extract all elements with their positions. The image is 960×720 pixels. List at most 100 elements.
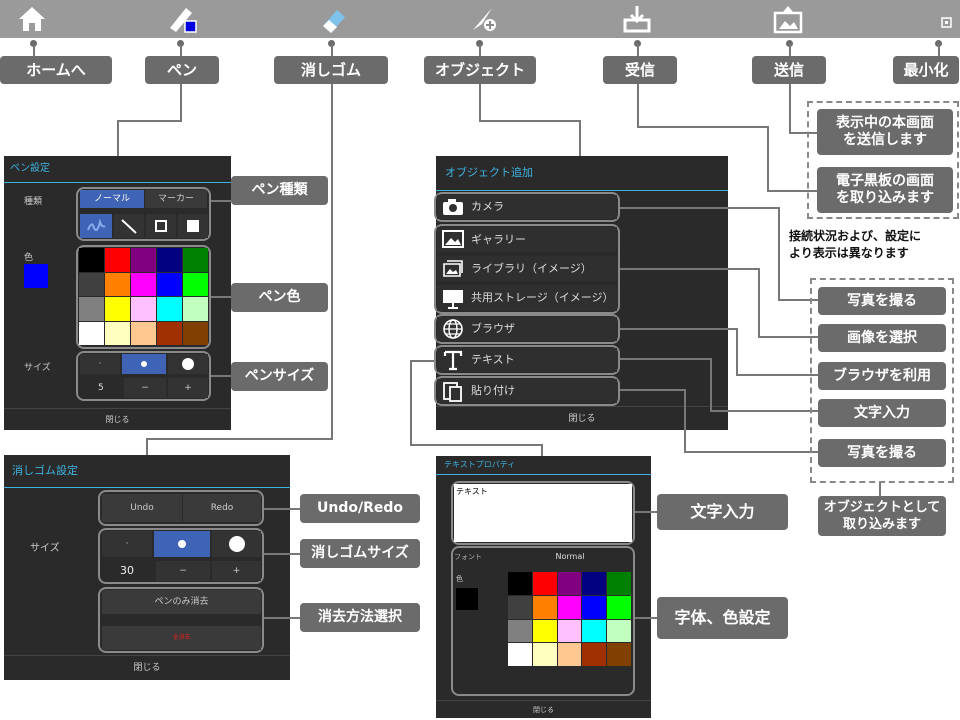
color-swatch[interactable]	[183, 297, 208, 321]
pen-type-group	[76, 187, 211, 241]
eraser-settings-title: 消しゴム設定	[12, 464, 78, 477]
label-home: ホームへ	[0, 56, 112, 84]
color-swatch[interactable]	[607, 595, 631, 619]
color-swatch[interactable]	[557, 643, 582, 666]
color-swatch[interactable]	[607, 619, 631, 643]
eraser-size-minus[interactable]: −	[156, 561, 210, 581]
camera-item[interactable]: カメラ	[437, 195, 617, 219]
color-swatch[interactable]	[582, 643, 607, 666]
color-swatch[interactable]	[79, 297, 104, 321]
color-swatch[interactable]	[157, 272, 182, 296]
color-swatch[interactable]	[157, 297, 182, 321]
color-swatch[interactable]	[131, 248, 156, 272]
send-icon[interactable]	[772, 4, 804, 34]
freehand-tool[interactable]	[80, 214, 112, 238]
color-swatch[interactable]	[105, 248, 130, 272]
color-swatch[interactable]	[508, 595, 532, 619]
erase-method-group	[98, 587, 264, 653]
font-label: フォント	[454, 553, 482, 561]
undo-button[interactable]: Undo	[102, 494, 182, 522]
color-swatch[interactable]	[157, 248, 182, 272]
color-swatch[interactable]	[508, 572, 532, 595]
color-swatch[interactable]	[582, 619, 607, 643]
color-swatch[interactable]	[532, 619, 557, 643]
pen-icon[interactable]	[166, 4, 198, 34]
eraser-close-button[interactable]: 閉じる	[4, 655, 290, 680]
current-color-swatch	[24, 264, 48, 288]
eraser-size-large[interactable]	[212, 531, 261, 557]
color-swatch[interactable]	[557, 595, 582, 619]
color-swatch[interactable]	[183, 248, 208, 272]
filled-rectangle-icon	[187, 220, 199, 232]
library-item[interactable]: ライブラリ（イメージ）	[437, 256, 617, 281]
rect-tool[interactable]	[146, 214, 176, 238]
paste-item[interactable]: 貼り付け	[437, 379, 617, 403]
color-swatch[interactable]	[557, 572, 582, 595]
gallery-item[interactable]: ギャラリー	[437, 227, 617, 252]
eraser-size-medium[interactable]	[154, 531, 210, 557]
color-swatch[interactable]	[79, 248, 104, 272]
pen-close-button[interactable]: 閉じる	[4, 408, 231, 430]
color-swatch[interactable]	[582, 595, 607, 619]
color-swatch[interactable]	[105, 297, 130, 321]
color-swatch[interactable]	[131, 272, 156, 296]
eraser-size-plus[interactable]: +	[212, 561, 261, 581]
text-current-color	[456, 588, 478, 610]
color-swatch[interactable]	[183, 272, 208, 296]
pen-size-group	[76, 351, 211, 401]
line-tool[interactable]	[114, 214, 144, 238]
font-select[interactable]: Normal	[555, 552, 585, 561]
object-callout-group	[810, 278, 954, 483]
pen-size-plus[interactable]: +	[168, 378, 208, 398]
pen-type-callout: ペン種類	[231, 176, 328, 205]
marker-tab[interactable]: マーカー	[145, 190, 207, 208]
object-close-button[interactable]: 閉じる	[436, 406, 728, 430]
shared-storage-item[interactable]: 共用ストレージ（イメージ）	[437, 285, 617, 311]
erase-method-callout: 消去方法選択	[300, 603, 420, 632]
type-label: 種類	[24, 197, 43, 207]
obj-callout-camera: 写真を撮る	[818, 287, 946, 315]
home-icon[interactable]	[16, 4, 48, 34]
freehand-icon	[87, 218, 106, 231]
all-clear-button[interactable]: 全消去	[102, 626, 261, 650]
minimize-icon[interactable]	[940, 4, 954, 34]
browser-item[interactable]: ブラウザ	[437, 317, 617, 341]
color-swatch[interactable]	[532, 643, 557, 666]
label-object: オブジェクト	[424, 56, 536, 84]
text-close-button[interactable]: 閉じる	[436, 700, 651, 718]
pen-size-minus[interactable]: −	[124, 378, 166, 398]
color-swatch[interactable]	[79, 321, 104, 345]
redo-button[interactable]: Redo	[183, 494, 261, 522]
normal-tab[interactable]: ノーマル	[80, 190, 144, 208]
color-swatch[interactable]	[157, 321, 182, 345]
size-large[interactable]	[168, 354, 208, 374]
color-swatch[interactable]	[183, 321, 208, 345]
shared-storage-icon	[443, 290, 463, 309]
eraser-size-small[interactable]: ·	[102, 531, 152, 557]
library-icon	[443, 260, 463, 277]
receive-icon[interactable]	[621, 4, 653, 34]
color-swatch[interactable]	[557, 619, 582, 643]
color-swatch[interactable]	[532, 595, 557, 619]
pen-only-erase-button[interactable]: ペンのみ消去	[102, 590, 261, 614]
color-swatch[interactable]	[508, 643, 532, 666]
object-add-icon[interactable]	[468, 4, 500, 34]
size-medium[interactable]	[122, 354, 166, 374]
color-swatch[interactable]	[607, 643, 631, 666]
color-swatch[interactable]	[131, 297, 156, 321]
color-swatch[interactable]	[532, 572, 557, 595]
text-input-field[interactable]: テキスト	[454, 484, 632, 542]
color-swatch[interactable]	[582, 572, 607, 595]
color-swatch[interactable]	[105, 321, 130, 345]
color-swatch[interactable]	[79, 272, 104, 296]
color-swatch[interactable]	[508, 619, 532, 643]
size-small[interactable]: ·	[80, 354, 120, 374]
text-item[interactable]: テキスト	[437, 348, 617, 372]
undo-redo-group	[98, 490, 264, 526]
eraser-icon[interactable]	[318, 4, 350, 34]
color-swatch[interactable]	[131, 321, 156, 345]
label-minimize: 最小化	[893, 56, 959, 84]
color-swatch[interactable]	[105, 272, 130, 296]
color-swatch[interactable]	[607, 572, 631, 595]
fill-rect-tool[interactable]	[178, 214, 208, 238]
